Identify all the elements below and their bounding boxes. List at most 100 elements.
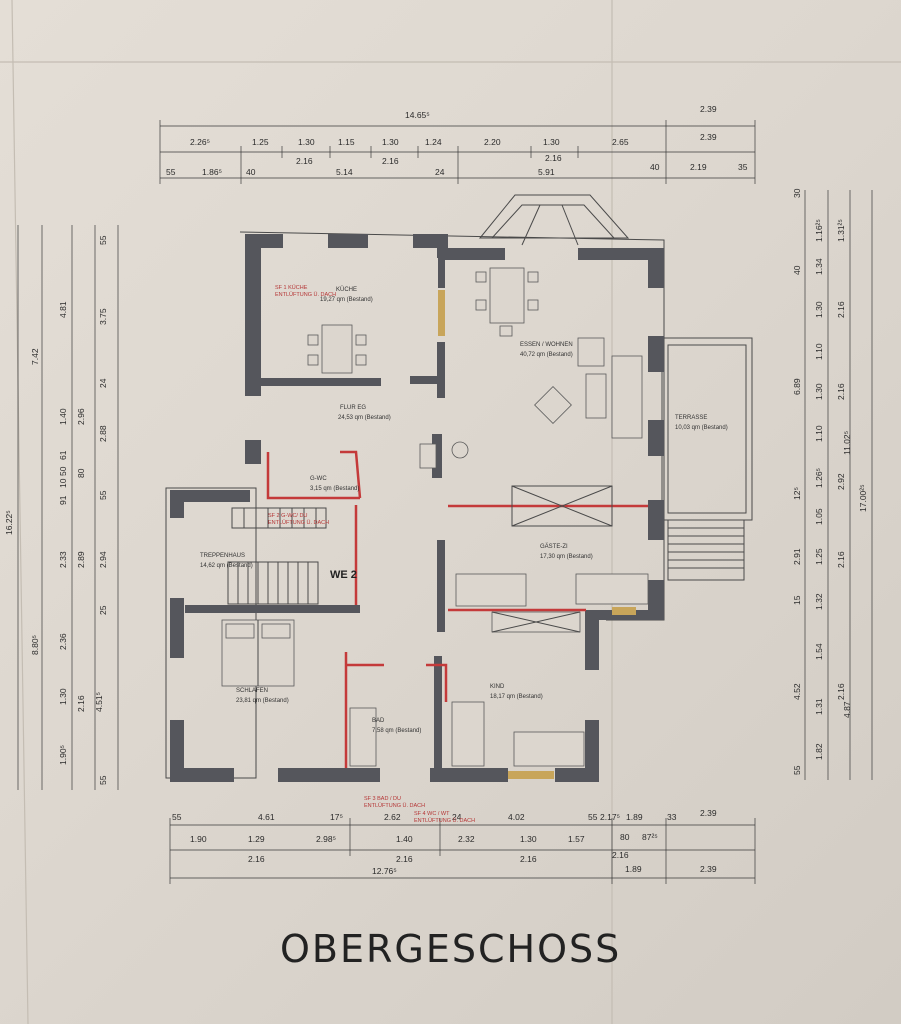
dim-label: 55	[792, 765, 802, 775]
dim-label: 61	[58, 450, 68, 460]
dim-label: 1.31²⁵	[836, 219, 846, 242]
dim-label: 6.89	[792, 378, 802, 395]
dim-label: 4.02	[508, 812, 525, 822]
dim-label: 1.30	[520, 834, 537, 844]
right-dimension-chain: 30 40 6.89 12⁵ 2.91 15 4.52 55 1.16²⁵ 1.…	[792, 188, 873, 780]
dim-terrace-width: 2.39	[700, 104, 717, 114]
guest-bed	[455, 573, 527, 607]
note: ENTLÜFTUNG Ü. DACH	[414, 817, 475, 824]
dim-label: 2.33	[58, 551, 68, 568]
dim-label: 2.89	[76, 551, 86, 568]
ventilation-notes: SF 1 KÜCHE ENTLÜFTUNG Ü. DACH SF 2 G-WC/…	[268, 284, 475, 824]
room-area: 17,30 qm (Bestand)	[540, 554, 593, 560]
dim-label: 2.17⁵	[600, 812, 620, 822]
note: ENTLÜFTUNG Ü. DACH	[364, 802, 425, 809]
dim-label: 2.26⁵	[190, 137, 210, 147]
walls	[170, 234, 664, 782]
crossed-opening	[511, 485, 613, 527]
room-name: KIND	[490, 684, 505, 690]
dim-label: 1.10	[814, 343, 824, 360]
dim-label: 2.39	[700, 808, 717, 818]
dim-label: 55	[98, 490, 108, 500]
plan-title: OBERGESCHOSS	[280, 927, 621, 971]
dim-label: 1.34	[814, 258, 824, 275]
dim-label: 50	[58, 466, 68, 476]
dim-label: 11.02⁵	[842, 431, 852, 455]
dim-label: 40	[246, 167, 256, 177]
dim-label: 1.30	[58, 688, 68, 705]
dim-total-height: 16.22⁵	[4, 510, 14, 535]
chimney	[419, 443, 437, 469]
dim-label: 2.32	[458, 834, 475, 844]
dim-label: 4.51⁵	[94, 692, 104, 712]
room-name: TERRASSE	[675, 415, 707, 421]
dim-label: 91	[58, 495, 68, 505]
dim-label: 4.52	[792, 683, 802, 700]
bathtub	[349, 707, 377, 767]
room-name: SCHLAFEN	[236, 688, 268, 694]
dim-label: 8.80⁵	[30, 635, 40, 655]
dim-label: 3.75	[98, 308, 108, 325]
dim-label: 2.94	[98, 551, 108, 568]
staircase	[227, 507, 745, 605]
dim-label: 5.91	[538, 167, 555, 177]
dim-label: 24	[452, 812, 462, 822]
dim-label: 1.40	[58, 408, 68, 425]
note: ENTLÜFTUNG Ü. DACH	[268, 519, 329, 526]
dim-label: 2.16	[520, 854, 537, 864]
dim-label: 55	[588, 812, 598, 822]
desk	[513, 731, 585, 767]
room-area: 7,58 qm (Bestand)	[372, 728, 421, 734]
dim-label: 10	[58, 478, 68, 488]
dining-table	[321, 324, 353, 374]
dim-label: 2.92	[836, 473, 846, 490]
room-area: 10,03 qm (Bestand)	[675, 425, 728, 431]
dim-label: 35	[738, 162, 748, 172]
dim-label: 2.16	[836, 551, 846, 568]
dim-label: 7.42	[30, 348, 40, 365]
room-area: 40,72 qm (Bestand)	[520, 352, 573, 358]
dim-label: 2.16	[382, 156, 399, 166]
dim-label: 1.24	[425, 137, 442, 147]
room-area: 23,81 qm (Bestand)	[236, 698, 289, 704]
dim-label: 1.32	[814, 593, 824, 610]
sofa	[611, 355, 643, 439]
paper-fold	[11, 0, 29, 1024]
dim-label: 2.16	[296, 156, 313, 166]
dim-label: 1.57	[568, 834, 585, 844]
dim-label: 24	[98, 378, 108, 388]
dim-label: 2.91	[792, 548, 802, 565]
dim-label: 1.10	[814, 425, 824, 442]
furniture	[221, 267, 649, 767]
dim-label: 2.88	[98, 425, 108, 442]
room-name: KÜCHE	[336, 286, 357, 293]
dim-label: 2.19	[690, 162, 707, 172]
dim-label: 1.30	[298, 137, 315, 147]
top-dimension-chain: 14.65⁵ 2.39 2.26⁵ 1.25 1.30 1.15 1.30 1.…	[159, 104, 756, 184]
dim-label: 1.89	[626, 812, 643, 822]
dim-label: 1.90	[190, 834, 207, 844]
dim-label: 12⁵	[792, 487, 802, 500]
child-bed	[451, 701, 485, 767]
dim-label: 2.98⁵	[316, 834, 336, 844]
dim-label: 2.20	[484, 137, 501, 147]
note: SF 1 KÜCHE	[275, 284, 308, 291]
dim-label: 1.82	[814, 743, 824, 760]
bay-window	[478, 194, 630, 239]
dim-label: 2.65	[612, 137, 629, 147]
dim-label: 1.89	[625, 864, 642, 874]
dim-label: 80	[620, 832, 630, 842]
bottom-dimension-chain: 55 4.61 17⁵ 2.62 24 4.02 55 2.17⁵ 1.89 3…	[169, 808, 756, 884]
room-name: TREPPENHAUS	[200, 553, 245, 559]
dim-label: 40	[792, 265, 802, 275]
dim-label: 2.16	[396, 854, 413, 864]
room-name: G-WC	[310, 476, 327, 482]
dim-label: 2.96	[76, 408, 86, 425]
room-name: GÄSTE-ZI	[540, 543, 568, 550]
room-area: 19,27 qm (Bestand)	[320, 297, 373, 303]
dim-label: 1.40	[396, 834, 413, 844]
dim-label: 2.16	[612, 850, 629, 860]
dim-label: 1.30	[382, 137, 399, 147]
room-name: ESSEN / WOHNEN	[520, 342, 573, 348]
